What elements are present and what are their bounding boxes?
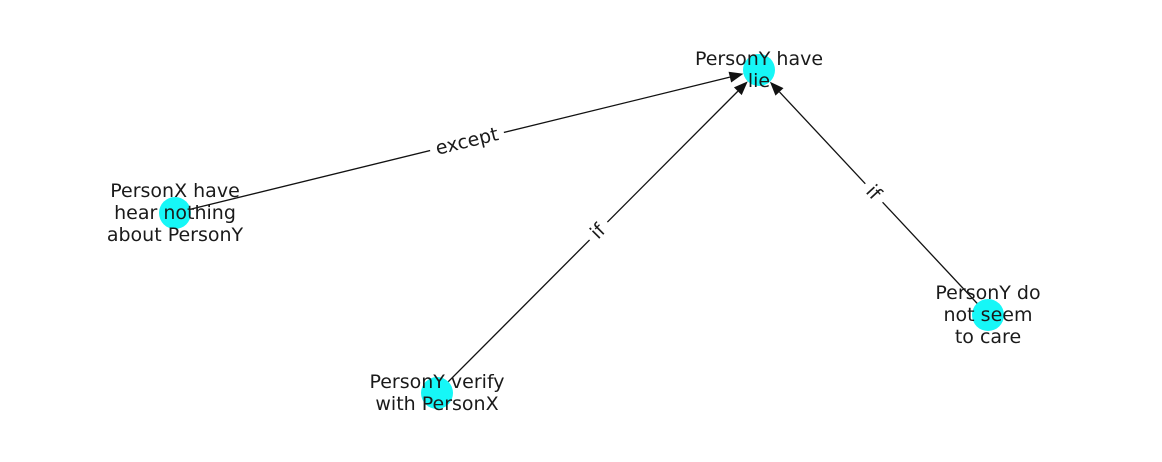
edge-label-group: if [580,212,617,250]
node-label-line: hear nothing [114,202,236,224]
node-label-line: not seem [944,304,1033,326]
arrowhead-icon [733,81,748,96]
edge-hear-to-lie: except [174,71,744,214]
node-label-line: PersonY have [695,48,823,70]
node-label-line: PersonY do [935,282,1040,304]
arrowhead-icon [728,71,744,83]
node-label-line: PersonX have [110,180,240,202]
edge-verify-to-lie: if [436,81,748,394]
edge-label-group: if [855,174,893,212]
edge-line [779,91,989,316]
edges-layer: except if if [174,71,989,394]
node-label-line: with PersonX [375,393,498,415]
node-label-line: to care [955,326,1021,348]
node-label-line: PersonY verify [369,371,504,393]
edge-label-background [855,174,893,212]
edge-line [436,90,739,394]
node-circle [972,299,1004,331]
node-circle [743,54,775,86]
edge-label-background [427,119,507,164]
edge-label-background [580,212,617,250]
node-circle [159,197,191,229]
node-label-line: lie [748,70,770,92]
edge-label-group: except [427,119,507,164]
edge-care-to-lie: if [769,81,989,316]
node-label-line: about PersonY [107,224,244,246]
arrowhead-icon [769,81,784,96]
node-circle [421,377,453,409]
